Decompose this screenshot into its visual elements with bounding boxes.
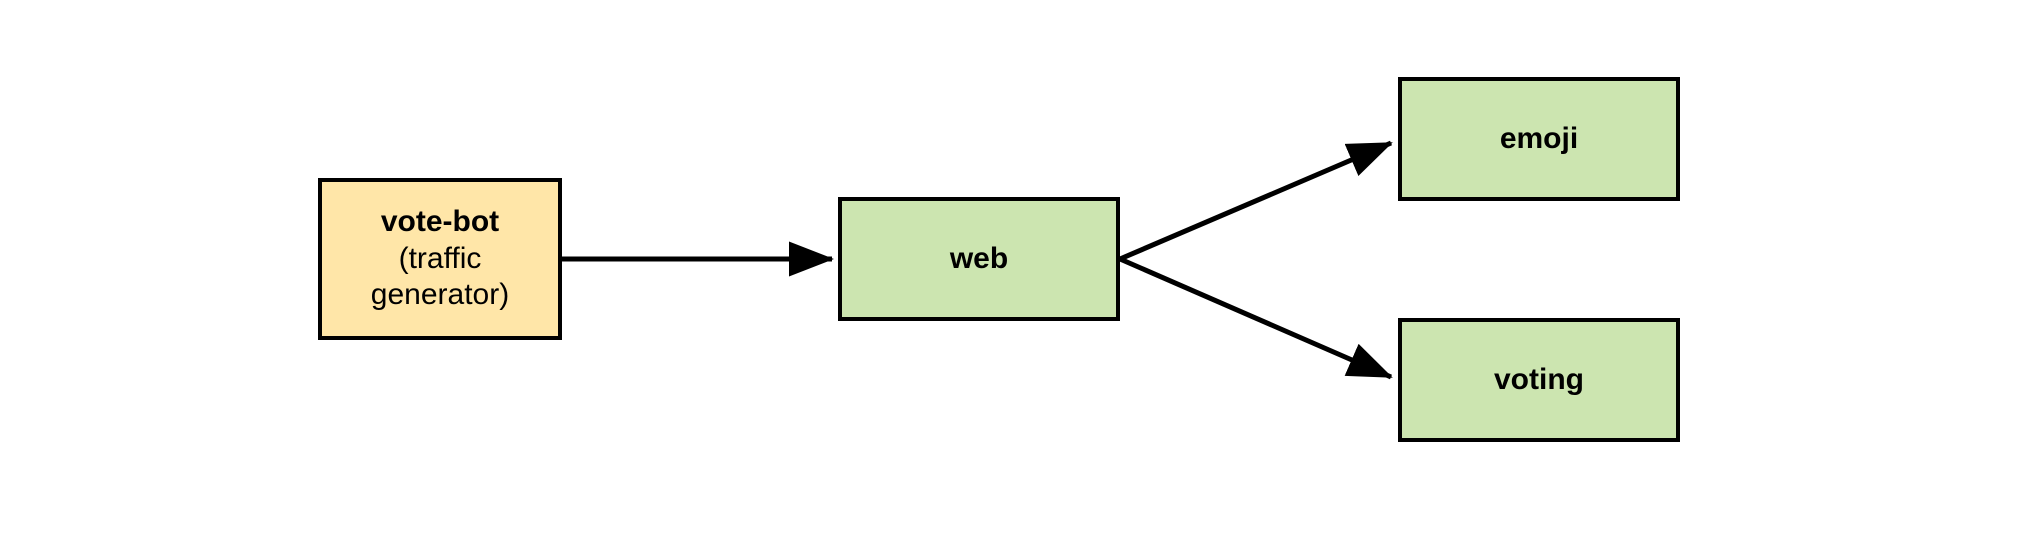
node-voting-label: voting [1494, 362, 1584, 396]
node-emoji-label: emoji [1499, 121, 1579, 155]
node-vote-bot[interactable]: vote-bot (traffic generator) [318, 178, 562, 340]
node-vote-bot-label-line-1: vote-bot [380, 205, 500, 239]
node-vote-bot-label-line-3: generator) [370, 278, 510, 312]
edge-web-to-voting [1119, 256, 1393, 380]
edge-web-to-emoji [1119, 140, 1393, 262]
node-emoji[interactable]: emoji [1398, 77, 1680, 201]
node-web-label: web [949, 241, 1009, 275]
node-web[interactable]: web [838, 197, 1120, 321]
node-vote-bot-label-line-2: (traffic [398, 241, 482, 275]
node-voting[interactable]: voting [1398, 318, 1680, 442]
